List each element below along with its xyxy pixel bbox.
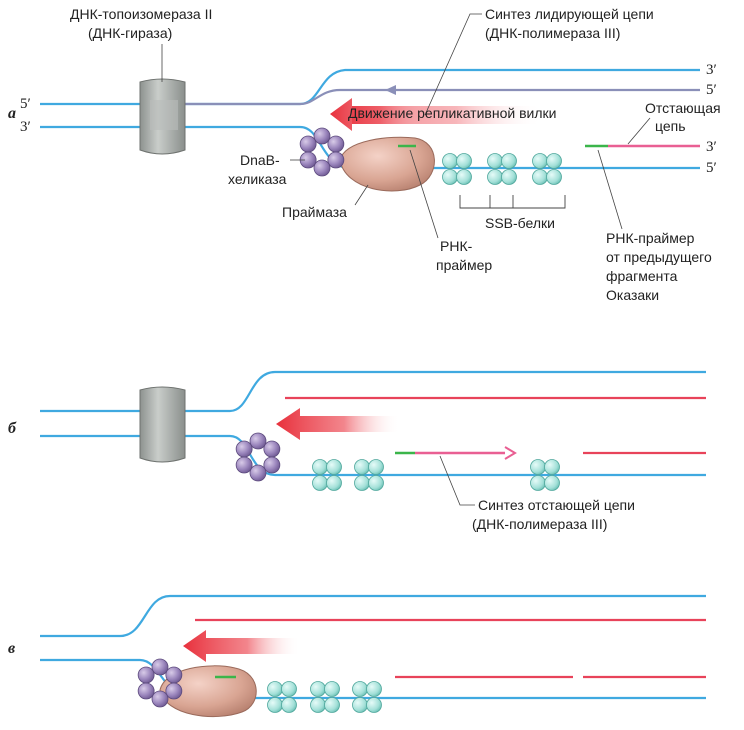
b-lagging-arrowhead (504, 446, 517, 460)
panel-a: а 5′ 3′ 3′ 5′ 3′ 5′ (8, 6, 721, 303)
leading-strand-new (185, 88, 700, 106)
label-dnab-1: DnaB- (240, 152, 280, 168)
b-parental-strand-bottom (40, 434, 706, 477)
b-helicase-icon (235, 432, 281, 482)
b-parental-strand-top (40, 370, 706, 413)
label-rna-primer-1: РНК- (440, 238, 473, 254)
b-ssb-proteins-icon (312, 459, 560, 491)
label-lagging-synthesis-2: (ДНК-полимераза III) (472, 516, 607, 532)
label-prev-primer-4: Оказаки (606, 287, 659, 303)
label-lagging-synthesis-1: Синтез отстающей цепи (478, 497, 635, 513)
label-lagging-strand-1: Отстающая (645, 100, 721, 116)
panel-b: б Синтез отстающей цепи (ДНК-полимераза … (8, 370, 706, 532)
label-topoisomerase-1: ДНК-топоизомераза II (70, 6, 212, 22)
dnab-helicase-icon (299, 127, 345, 177)
label-fork-movement: Движение репликативной вилки (348, 105, 556, 121)
end-3-bottom: 3′ (20, 119, 31, 135)
c-fork-direction-arrow (183, 630, 300, 662)
end-5-top: 5′ (20, 96, 31, 112)
end-3-right-top: 3′ (706, 62, 717, 78)
label-topoisomerase-2: (ДНК-гираза) (88, 25, 172, 41)
ssb-proteins-icon (442, 153, 562, 185)
label-rna-primer-2: праймер (436, 257, 492, 273)
label-prev-primer-2: от предыдущего (606, 249, 712, 265)
end-5-right-bottom: 5′ (706, 160, 717, 176)
c-ssb-proteins-icon (267, 681, 382, 713)
b-fork-direction-arrow (276, 408, 400, 440)
panel-letter-a: а (8, 105, 16, 122)
label-dnab-2: хеликаза (228, 171, 287, 187)
label-leading-synthesis-1: Синтез лидирующей цепи (485, 6, 654, 22)
panel-c: в (8, 594, 706, 718)
c-parental-strand-top (40, 594, 706, 638)
end-5-right-leading: 5′ (706, 82, 717, 98)
label-prev-primer-3: фрагмента (606, 268, 678, 284)
label-leading-synthesis-2: (ДНК-полимераза III) (485, 25, 620, 41)
label-lagging-strand-2: цепь (655, 118, 686, 134)
label-primase: Праймаза (282, 204, 347, 220)
c-helicase-icon (137, 658, 183, 708)
b-gyrase-icon (139, 386, 186, 463)
gyrase-icon (139, 78, 186, 155)
panel-letter-b: б (8, 420, 17, 437)
c-primase-icon (159, 665, 257, 718)
label-ssb: SSB-белки (485, 215, 555, 231)
label-prev-primer-1: РНК-праймер (606, 230, 695, 246)
primase-icon (339, 136, 435, 192)
panel-letter-c: в (8, 640, 15, 657)
end-3-right-lagging: 3′ (706, 139, 717, 155)
leading-strand-arrowhead (385, 85, 396, 95)
parental-strand-top (40, 68, 700, 106)
